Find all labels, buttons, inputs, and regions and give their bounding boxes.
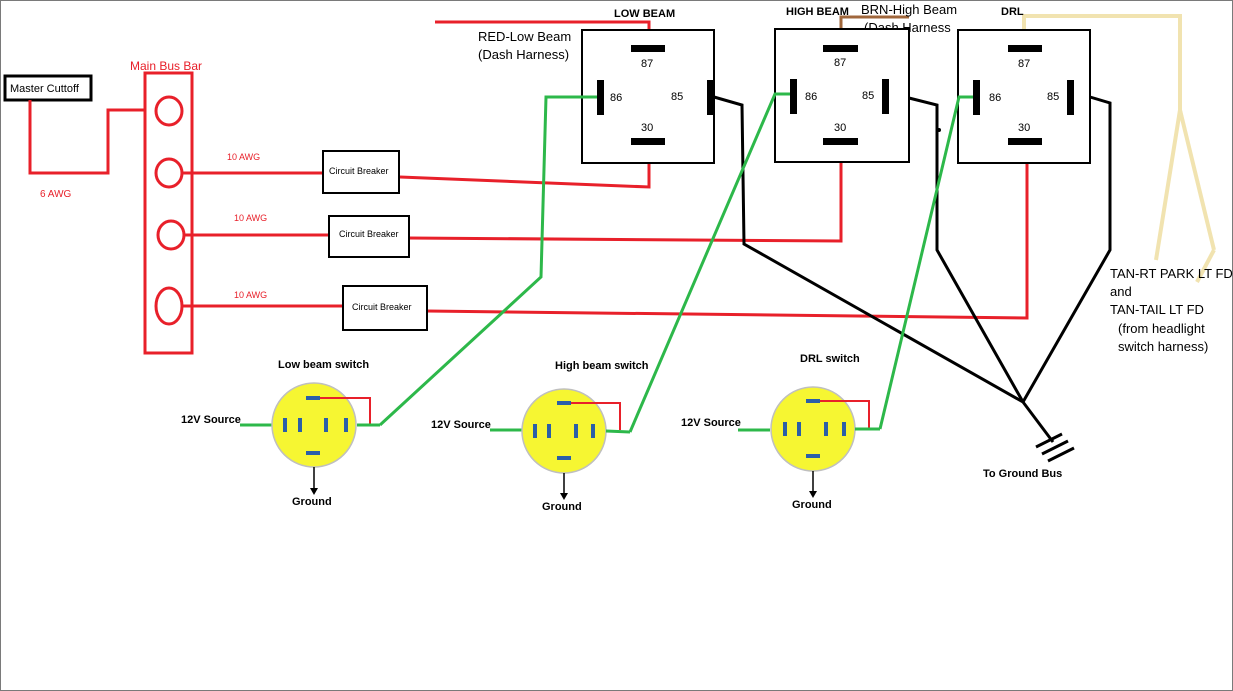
low-beam-switch: Low beam switch 12V Source Ground (181, 359, 380, 508)
relay-high-pin-30-label: 30 (834, 122, 846, 134)
relay-drl-pin-86-label: 86 (989, 92, 1001, 104)
circuit-breaker-2-label: Circuit Breaker (339, 229, 399, 239)
circuit-breaker-1: Circuit Breaker (322, 150, 400, 194)
wire-6awg-label: 6 AWG (40, 189, 72, 200)
wire-10awg-label-2: 10 AWG (234, 213, 267, 223)
tan-label-2: and (1110, 284, 1132, 299)
relay-high-pin-86-label: 86 (805, 91, 817, 103)
to-ground-bus-label: To Ground Bus (983, 468, 1062, 480)
relay-high-beam: HIGH BEAM 87 86 85 30 (774, 6, 910, 163)
wire-6awg (28, 100, 145, 175)
low-beam-switch-title: Low beam switch (278, 359, 369, 371)
relay-drl-pin-87-label: 87 (1018, 58, 1030, 70)
tan-label-3: TAN-TAIL LT FD (1110, 302, 1204, 317)
relay-drl-pin-85 (1067, 80, 1074, 115)
relay-drl-pin-30 (1008, 138, 1042, 145)
relay-high-pin-85 (882, 79, 889, 114)
junction-dot (937, 128, 941, 132)
circuit-breaker-2: Circuit Breaker (328, 215, 410, 258)
relay-high-beam-title: HIGH BEAM (786, 6, 849, 18)
relay-low-pin-30-label: 30 (641, 122, 653, 134)
black-ground-wires (713, 95, 1112, 443)
main-bus-bar-label: Main Bus Bar (130, 59, 202, 73)
low-beam-ground-label: Ground (292, 496, 332, 508)
relay-low-beam-title: LOW BEAM (614, 8, 675, 20)
drl-switch-title: DRL switch (800, 353, 860, 365)
relay-low-pin-30 (631, 138, 665, 145)
bus-terminal-2 (154, 157, 184, 189)
red-feed-wires (182, 143, 1029, 320)
relay-drl-pin-85-label: 85 (1047, 91, 1059, 103)
low-beam-source-label: 12V Source (181, 414, 241, 426)
relay-drl: DRL 87 86 85 30 (957, 6, 1091, 164)
tan-label-5: switch harness) (1118, 339, 1208, 354)
relay-high-pin-86 (790, 79, 797, 114)
drl-switch: DRL switch 12V Source Ground (681, 353, 880, 511)
circuit-breaker-1-label: Circuit Breaker (329, 166, 389, 176)
circuit-breaker-3-label: Circuit Breaker (352, 302, 412, 312)
tan-label-4: (from headlight (1118, 321, 1205, 336)
red-low-beam-label-2: (Dash Harness) (478, 47, 569, 62)
relay-low-pin-87-label: 87 (641, 58, 653, 70)
bus-terminal-1 (154, 95, 184, 127)
relay-low-pin-86-label: 86 (610, 92, 622, 104)
red-low-beam-label-1: RED-Low Beam (478, 29, 571, 44)
relay-high-pin-85-label: 85 (862, 90, 874, 102)
high-beam-switch: High beam switch 12V Source Ground (431, 360, 649, 513)
high-beam-ground-label: Ground (542, 501, 582, 513)
relay-drl-title: DRL (1001, 6, 1024, 18)
high-beam-switch-title: High beam switch (555, 360, 649, 372)
drl-source-label: 12V Source (681, 417, 741, 429)
wire-10awg-label-3: 10 AWG (234, 290, 267, 300)
relay-drl-pin-87 (1008, 45, 1042, 52)
bus-terminal-4 (154, 286, 184, 326)
green-trigger-wires (240, 92, 973, 433)
master-cutoff: Master Cuttoff (3, 74, 93, 102)
circuit-breaker-3: Circuit Breaker (342, 285, 428, 331)
relay-low-pin-85 (707, 80, 714, 115)
high-beam-source-label: 12V Source (431, 419, 491, 431)
relay-low-pin-86 (597, 80, 604, 115)
relay-low-beam: LOW BEAM 87 86 85 30 (581, 8, 715, 164)
relay-drl-pin-30-label: 30 (1018, 122, 1030, 134)
relay-low-pin-85-label: 85 (671, 91, 683, 103)
brn-high-beam-label-1: BRN-High Beam (861, 2, 957, 17)
wire-10awg-label-1: 10 AWG (227, 152, 260, 162)
master-cutoff-label: Master Cuttoff (10, 83, 80, 95)
tan-label-1: TAN-RT PARK LT FD (1110, 266, 1233, 281)
bus-terminal-3 (156, 219, 186, 251)
relay-low-pin-87 (631, 45, 665, 52)
relay-high-pin-87 (823, 45, 858, 52)
relay-high-pin-30 (823, 138, 858, 145)
drl-ground-label: Ground (792, 499, 832, 511)
main-bus-bar: Main Bus Bar (130, 59, 202, 355)
relay-high-pin-87-label: 87 (834, 57, 846, 69)
ground-symbol (1035, 432, 1075, 463)
relay-drl-pin-86 (973, 80, 980, 115)
